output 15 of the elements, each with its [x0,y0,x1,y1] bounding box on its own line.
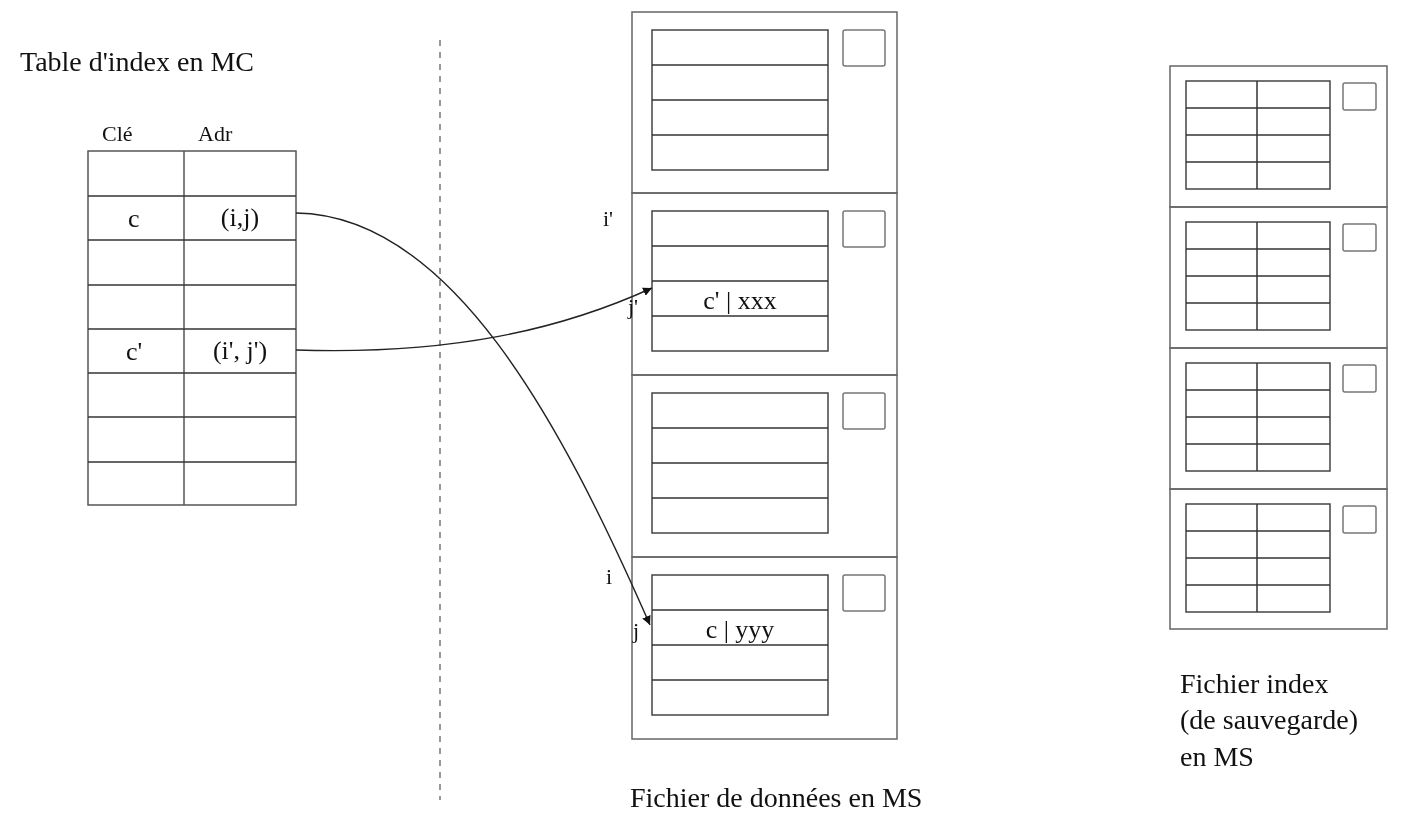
address-entry: (i,j) [186,197,294,239]
key-entry: c [128,206,140,232]
column-header: Clé [102,123,133,145]
record-number: j' [628,296,639,318]
key-entry: c' [126,339,143,365]
table-title: Table d'index en MC [20,48,255,76]
data-file-caption: Fichier de données en MS [630,784,923,812]
arrow [295,287,653,352]
record-number: j [633,620,640,642]
block-number: i' [603,208,614,230]
address-entry: (i', j') [186,330,294,372]
arrow [295,212,651,626]
block-number: i [606,566,613,588]
column-header: Adr [198,123,233,145]
index-file-caption: Fichier index (de sauvegarde) en MS [1180,667,1359,774]
